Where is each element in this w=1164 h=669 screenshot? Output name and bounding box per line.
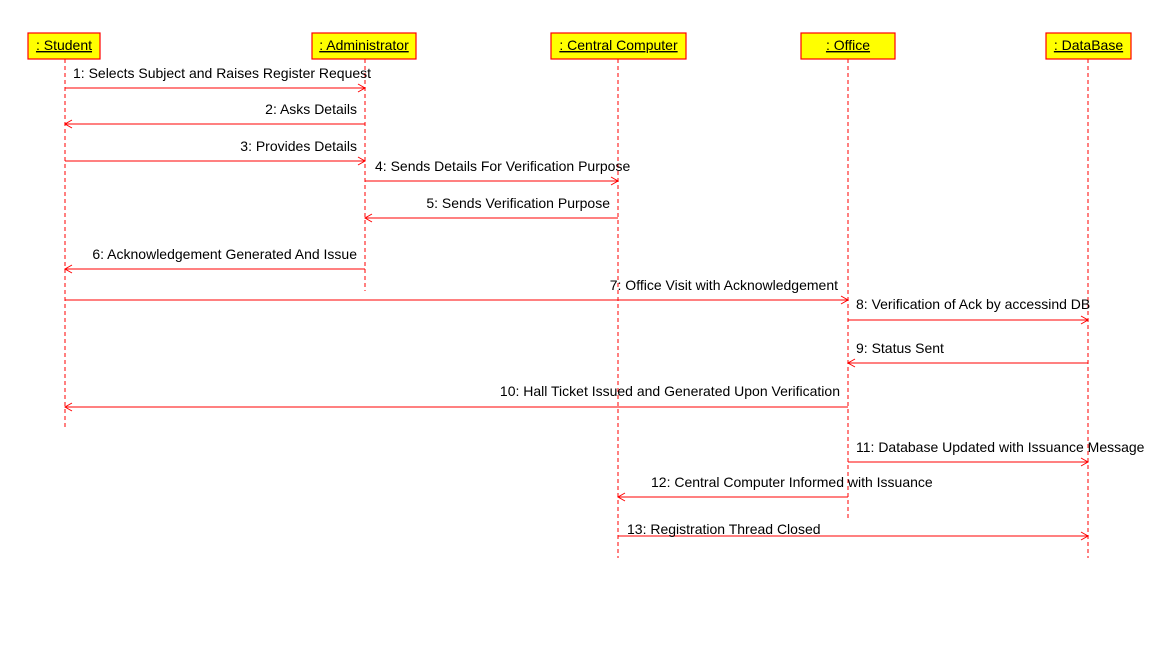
message-12: 12: Central Computer Informed with Issua…: [616, 474, 933, 502]
message-label: 13: Registration Thread Closed: [627, 521, 821, 537]
message-arrowhead: [63, 119, 73, 129]
message-arrowhead: [63, 402, 73, 412]
message-arrowhead: [610, 176, 620, 186]
participant-box: [800, 32, 896, 60]
message-arrowhead: [363, 213, 373, 223]
participant-box: [27, 32, 101, 60]
participant-label: : Office: [826, 37, 870, 53]
participant-administrator[interactable]: : Administrator: [311, 32, 417, 60]
message-9: 9: Status Sent: [846, 340, 1088, 368]
message-arrowhead: [1080, 457, 1090, 467]
message-label: 8: Verification of Ack by accessind DB: [856, 296, 1090, 312]
message-arrowhead: [357, 156, 367, 166]
message-label: 12: Central Computer Informed with Issua…: [651, 474, 933, 490]
message-5: 5: Sends Verification Purpose: [363, 195, 618, 223]
participant-box: [550, 32, 687, 60]
participant-box: [311, 32, 417, 60]
message-label: 4: Sends Details For Verification Purpos…: [375, 158, 630, 174]
participant-student[interactable]: : Student: [27, 32, 101, 60]
participant-central-computer[interactable]: : Central Computer: [550, 32, 687, 60]
participant-database[interactable]: : DataBase: [1045, 32, 1132, 60]
message-label: 3: Provides Details: [240, 138, 357, 154]
message-7: 7: Office Visit with Acknowledgement: [65, 277, 850, 305]
message-13: 13: Registration Thread Closed: [618, 521, 1090, 541]
message-arrowhead: [357, 83, 367, 93]
message-label: 7: Office Visit with Acknowledgement: [610, 277, 838, 293]
participant-label: : Administrator: [319, 37, 409, 53]
message-label: 6: Acknowledgement Generated And Issue: [92, 246, 357, 262]
message-4: 4: Sends Details For Verification Purpos…: [365, 158, 630, 186]
message-label: 9: Status Sent: [856, 340, 944, 356]
message-label: 11: Database Updated with Issuance Messa…: [856, 439, 1145, 455]
message-2: 2: Asks Details: [63, 101, 365, 129]
participant-label: : Central Computer: [559, 37, 678, 53]
message-label: 10: Hall Ticket Issued and Generated Upo…: [500, 383, 840, 399]
participant-office[interactable]: : Office: [800, 32, 896, 60]
message-3: 3: Provides Details: [65, 138, 367, 166]
message-arrowhead: [1080, 531, 1090, 541]
message-arrowhead: [63, 264, 73, 274]
message-arrowhead: [1080, 315, 1090, 325]
participant-label: : Student: [36, 37, 92, 53]
message-label: 2: Asks Details: [265, 101, 357, 117]
participant-label: : DataBase: [1054, 37, 1123, 53]
message-11: 11: Database Updated with Issuance Messa…: [848, 439, 1145, 467]
message-6: 6: Acknowledgement Generated And Issue: [63, 246, 365, 274]
message-arrowhead: [840, 295, 850, 305]
message-label: 1: Selects Subject and Raises Register R…: [73, 65, 371, 81]
participant-box: [1045, 32, 1132, 60]
message-10: 10: Hall Ticket Issued and Generated Upo…: [63, 383, 848, 412]
message-label: 5: Sends Verification Purpose: [426, 195, 610, 211]
message-arrowhead: [846, 358, 856, 368]
message-8: 8: Verification of Ack by accessind DB: [848, 296, 1090, 325]
message-1: 1: Selects Subject and Raises Register R…: [65, 65, 371, 93]
message-arrowhead: [616, 492, 626, 502]
